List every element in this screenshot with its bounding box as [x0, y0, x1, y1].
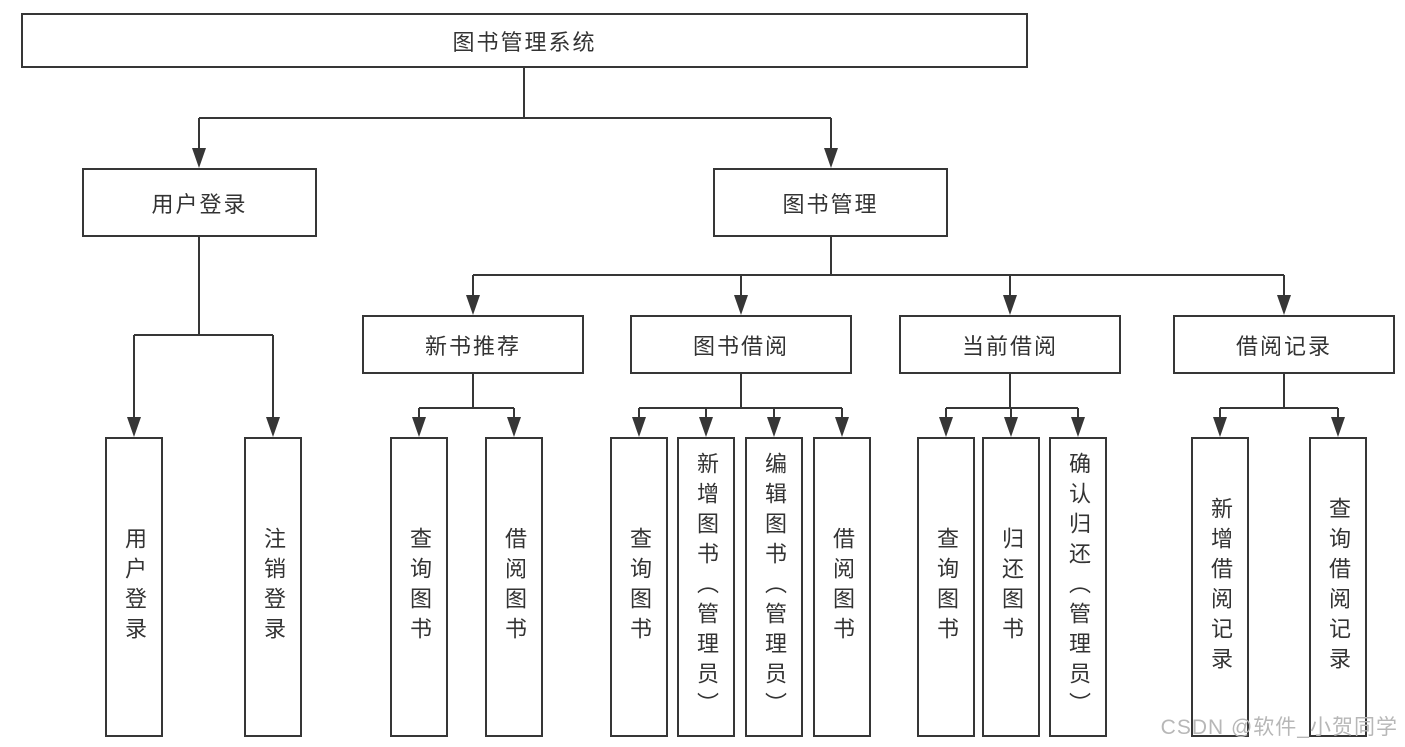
node-user-login: 用户登录	[82, 168, 317, 237]
connector-current-borrow	[945, 374, 1079, 421]
connector-user-login	[133, 237, 274, 421]
leaf-label: 新增图书（管理员）	[694, 452, 719, 722]
node-new-book-recommend: 新书推荐	[362, 315, 584, 374]
leaf-user-login: 用户登录	[105, 437, 163, 737]
leaf-label: 注销登录	[261, 527, 286, 647]
arrow-down-icon	[412, 417, 426, 437]
node-label: 图书借阅	[692, 333, 789, 359]
leaf-add-borrow-record: 新增借阅记录	[1191, 437, 1249, 737]
leaf-query-books-borrow: 查询图书	[610, 437, 668, 737]
connector-book-mgmt	[472, 237, 1285, 299]
leaf-label: 确认归还（管理员）	[1066, 452, 1091, 722]
arrowheads	[127, 148, 1345, 437]
connector-new-rec	[418, 374, 515, 421]
node-book-borrow: 图书借阅	[630, 315, 852, 374]
leaf-label: 查询借阅记录	[1326, 497, 1351, 677]
arrow-down-icon	[632, 417, 646, 437]
arrow-down-icon	[767, 417, 781, 437]
leaf-label: 用户登录	[122, 527, 147, 647]
arrow-down-icon	[1071, 417, 1085, 437]
arrow-down-icon	[939, 417, 953, 437]
leaf-borrow-books: 借阅图书	[813, 437, 871, 737]
arrow-down-icon	[127, 417, 141, 437]
arrow-down-icon	[266, 417, 280, 437]
arrow-down-icon	[1003, 295, 1017, 315]
leaf-add-books-admin: 新增图书（管理员）	[677, 437, 735, 737]
leaf-label: 借阅图书	[830, 527, 855, 647]
leaf-confirm-return-admin: 确认归还（管理员）	[1049, 437, 1107, 737]
arrow-down-icon	[1004, 417, 1018, 437]
leaf-query-books-current: 查询图书	[917, 437, 975, 737]
node-book-management: 图书管理	[713, 168, 948, 237]
connector-borrow-records	[1219, 374, 1339, 421]
leaf-query-books-rec: 查询图书	[390, 437, 448, 737]
arrow-down-icon	[1277, 295, 1291, 315]
node-label: 图书管理系统	[452, 29, 597, 55]
leaf-label: 查询图书	[934, 527, 959, 647]
node-library-system: 图书管理系统	[21, 13, 1028, 68]
node-label: 借阅记录	[1235, 333, 1332, 359]
node-label: 用户登录	[151, 191, 248, 217]
leaf-label: 借阅图书	[502, 527, 527, 647]
leaf-borrow-books-rec: 借阅图书	[485, 437, 543, 737]
arrow-down-icon	[835, 417, 849, 437]
leaf-label: 查询图书	[407, 527, 432, 647]
leaf-return-books: 归还图书	[982, 437, 1040, 737]
leaf-logout: 注销登录	[244, 437, 302, 737]
arrow-down-icon	[1213, 417, 1227, 437]
arrow-down-icon	[699, 417, 713, 437]
node-label: 新书推荐	[424, 333, 521, 359]
arrow-down-icon	[466, 295, 480, 315]
node-borrow-records: 借阅记录	[1173, 315, 1395, 374]
leaf-label: 编辑图书（管理员）	[762, 452, 787, 722]
watermark: CSDN @软件_小贺同学	[1160, 716, 1398, 739]
node-current-borrow: 当前借阅	[899, 315, 1121, 374]
leaf-edit-books-admin: 编辑图书（管理员）	[745, 437, 803, 737]
leaf-label: 查询图书	[627, 527, 652, 647]
leaf-label: 归还图书	[999, 527, 1024, 647]
node-label: 图书管理	[782, 191, 879, 217]
connector-book-borrow	[638, 374, 843, 421]
node-label: 当前借阅	[961, 333, 1058, 359]
arrow-down-icon	[192, 148, 206, 168]
leaf-query-borrow-record: 查询借阅记录	[1309, 437, 1367, 737]
arrow-down-icon	[507, 417, 521, 437]
arrow-down-icon	[824, 148, 838, 168]
arrow-down-icon	[1331, 417, 1345, 437]
arrow-down-icon	[734, 295, 748, 315]
leaf-label: 新增借阅记录	[1208, 497, 1233, 677]
connector-root	[198, 68, 832, 152]
